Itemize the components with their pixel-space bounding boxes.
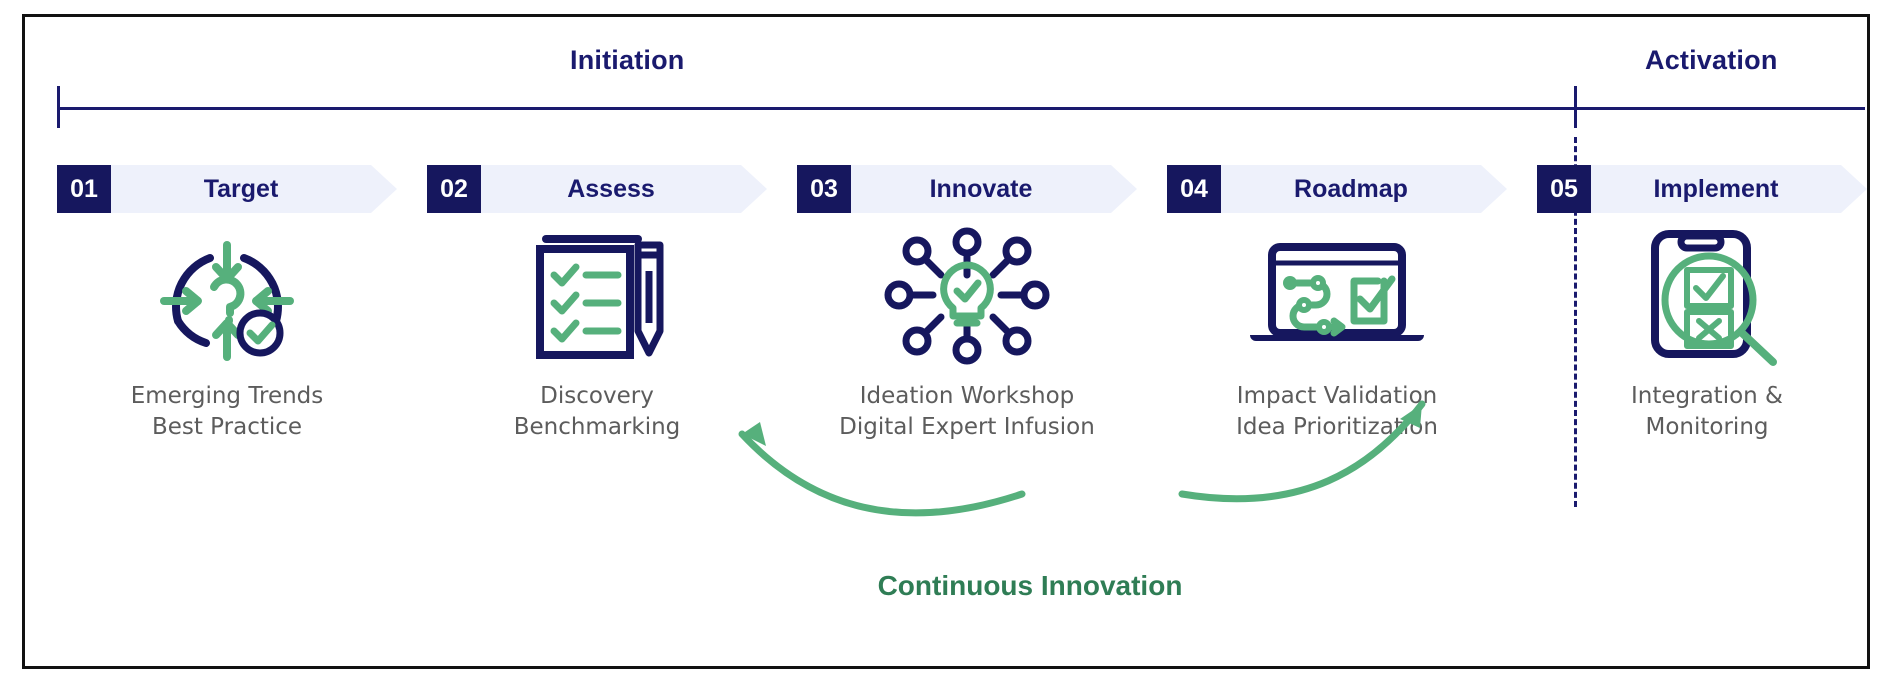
step-chevron-03[interactable]: 03 Innovate	[797, 165, 1137, 213]
laptop-roadmap-checkbox-icon	[1167, 222, 1507, 367]
step-chevron-04[interactable]: 04 Roadmap	[1167, 165, 1507, 213]
step-number-03: 03	[797, 165, 851, 213]
step-column-02: Discovery Benchmarking	[427, 222, 767, 443]
step-label-03: Innovate	[851, 165, 1137, 213]
step-column-05: Integration & Monitoring	[1537, 222, 1877, 443]
phase-tick-activation	[1574, 86, 1577, 128]
step-chevron-02[interactable]: 02 Assess	[427, 165, 767, 213]
step-caption-05: Integration & Monitoring	[1631, 383, 1783, 441]
step-label-05: Implement	[1591, 165, 1867, 213]
diagram-frame: Initiation Activation 01 Target 02 Asses…	[22, 14, 1870, 669]
step-number-04: 04	[1167, 165, 1221, 213]
step-number-05: 05	[1537, 165, 1591, 213]
step-column-01: Emerging Trends Best Practice	[57, 222, 397, 443]
step-label-02: Assess	[481, 165, 767, 213]
step-caption-03: Ideation Workshop Digital Expert Infusio…	[839, 383, 1095, 441]
continuous-innovation-label: Continuous Innovation	[877, 570, 1183, 601]
checklist-clipboard-pen-icon	[427, 222, 767, 367]
lightbulb-network-icon	[797, 222, 1137, 367]
phase-title-initiation: Initiation	[570, 45, 685, 75]
step-caption-02: Discovery Benchmarking	[513, 383, 681, 441]
step-column-03: Ideation Workshop Digital Expert Infusio…	[797, 222, 1137, 443]
phase-timeline-rule	[57, 107, 1865, 110]
step-caption-04: Impact Validation Idea Prioritization	[1236, 383, 1438, 441]
smartphone-magnifier-checklist-icon	[1537, 222, 1877, 367]
step-label-01: Target	[111, 165, 397, 213]
phase-tick-start	[57, 86, 60, 128]
step-label-04: Roadmap	[1221, 165, 1507, 213]
step-caption-01: Emerging Trends Best Practice	[130, 383, 324, 441]
step-column-04: Impact Validation Idea Prioritization	[1167, 222, 1507, 443]
step-number-02: 02	[427, 165, 481, 213]
question-circle-arrows-icon	[57, 222, 397, 367]
step-chevron-05[interactable]: 05 Implement	[1537, 165, 1867, 213]
step-chevron-row: 01 Target 02 Assess 03 Innovate 04 Roadm…	[57, 165, 1867, 213]
step-number-01: 01	[57, 165, 111, 213]
phase-title-activation: Activation	[1645, 45, 1778, 75]
phase-divider-dashed	[1574, 137, 1577, 507]
step-chevron-01[interactable]: 01 Target	[57, 165, 397, 213]
